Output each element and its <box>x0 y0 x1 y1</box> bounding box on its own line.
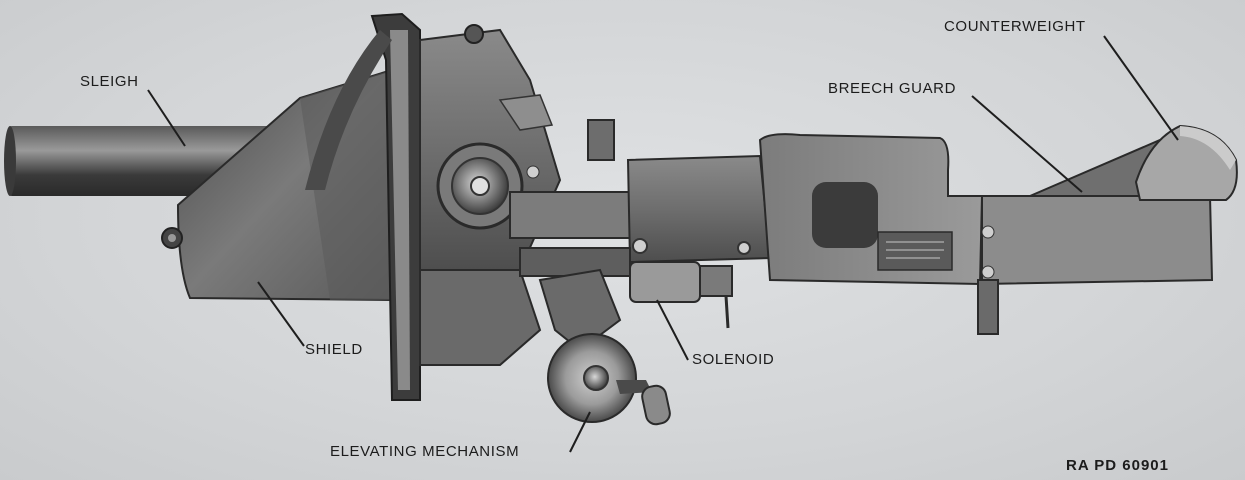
shield-frame <box>305 12 421 401</box>
label-breech-guard: BREECH GUARD <box>828 80 957 97</box>
label-counterweight: COUNTERWEIGHT <box>944 18 1086 35</box>
breech-guard-housing <box>758 133 1214 335</box>
leader-elevating <box>569 411 591 453</box>
leader-sleigh <box>147 89 186 147</box>
figure-reference-code: RA PD 60901 <box>1066 457 1169 474</box>
label-shield: SHIELD <box>305 341 363 358</box>
breech-receiver <box>509 119 772 277</box>
leader-breech-guard <box>971 95 1083 193</box>
label-sleigh: SLEIGH <box>80 73 139 90</box>
counterweight-block <box>1134 124 1238 201</box>
elevating-mechanism-assembly <box>538 268 671 426</box>
solenoid-unit <box>629 261 733 329</box>
leader-shield <box>257 281 305 347</box>
leader-solenoid <box>656 299 689 361</box>
leader-counterweight <box>1103 35 1179 141</box>
label-solenoid: SOLENOID <box>692 351 775 368</box>
label-elevating-mechanism: ELEVATING MECHANISM <box>330 443 520 460</box>
leader-lines <box>147 35 1179 453</box>
